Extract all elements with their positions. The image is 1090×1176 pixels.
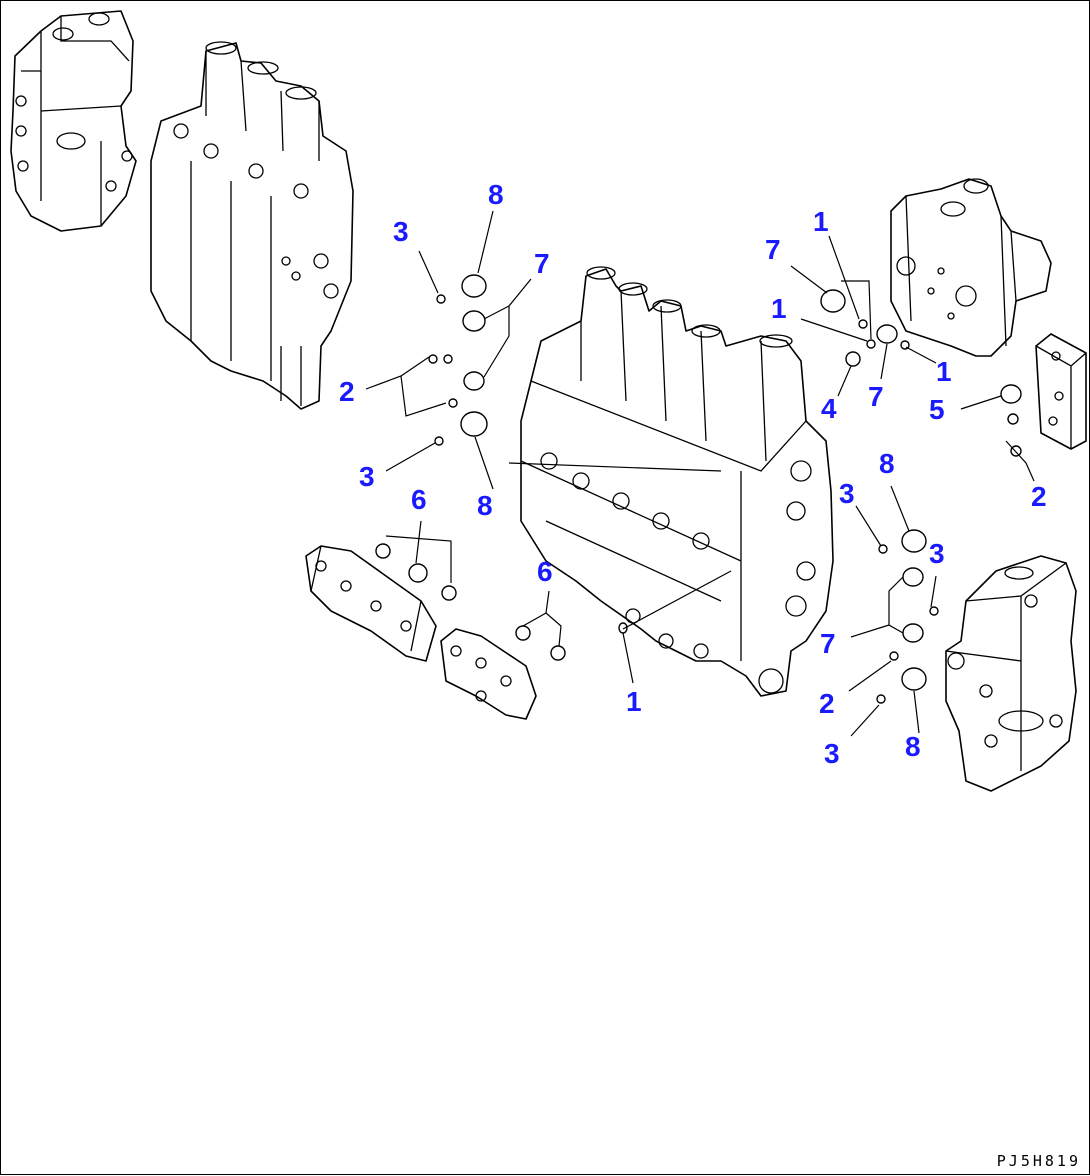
callout-4: 4: [821, 393, 837, 424]
callout-5: 5: [929, 394, 945, 425]
callout-8: 8: [905, 731, 921, 762]
callout-1: 1: [771, 293, 787, 324]
callout-7: 7: [820, 628, 836, 659]
callout-2: 2: [339, 376, 355, 407]
callout-1: 1: [626, 686, 642, 717]
callout-6: 6: [411, 484, 427, 515]
main-valve-body: [520, 266, 834, 697]
callout-3: 3: [839, 478, 855, 509]
seal-set: [375, 274, 1022, 704]
callout-7: 7: [868, 381, 884, 412]
callout-1: 1: [936, 356, 952, 387]
callout-8: 8: [477, 490, 493, 521]
callout-2: 2: [1031, 481, 1047, 512]
flange-block-right: [440, 628, 537, 720]
callout-labels: 8 3 7 2 3 8 6 6 1 7 1 1 4 7 1 5 2 8 3 3 …: [339, 179, 1047, 769]
end-cover-top-left: [10, 10, 137, 232]
callout-2: 2: [819, 688, 835, 719]
drawing-code: PJ5H819: [996, 1152, 1081, 1170]
valve-sections-upper-left: [150, 41, 354, 410]
callout-3: 3: [929, 538, 945, 569]
callout-3: 3: [824, 738, 840, 769]
end-cover-upper-right: [890, 178, 1052, 357]
flange-block-left: [305, 545, 437, 662]
leader-lines: [365, 210, 1035, 737]
callout-7: 7: [534, 248, 550, 279]
callout-7: 7: [765, 234, 781, 265]
end-cover-lower-right: [945, 555, 1077, 792]
callout-8: 8: [488, 179, 504, 210]
callout-6: 6: [537, 556, 553, 587]
plate-right: [1035, 333, 1087, 450]
callout-3: 3: [393, 216, 409, 247]
callout-3: 3: [359, 461, 375, 492]
callout-1: 1: [813, 206, 829, 237]
callout-8: 8: [879, 448, 895, 479]
